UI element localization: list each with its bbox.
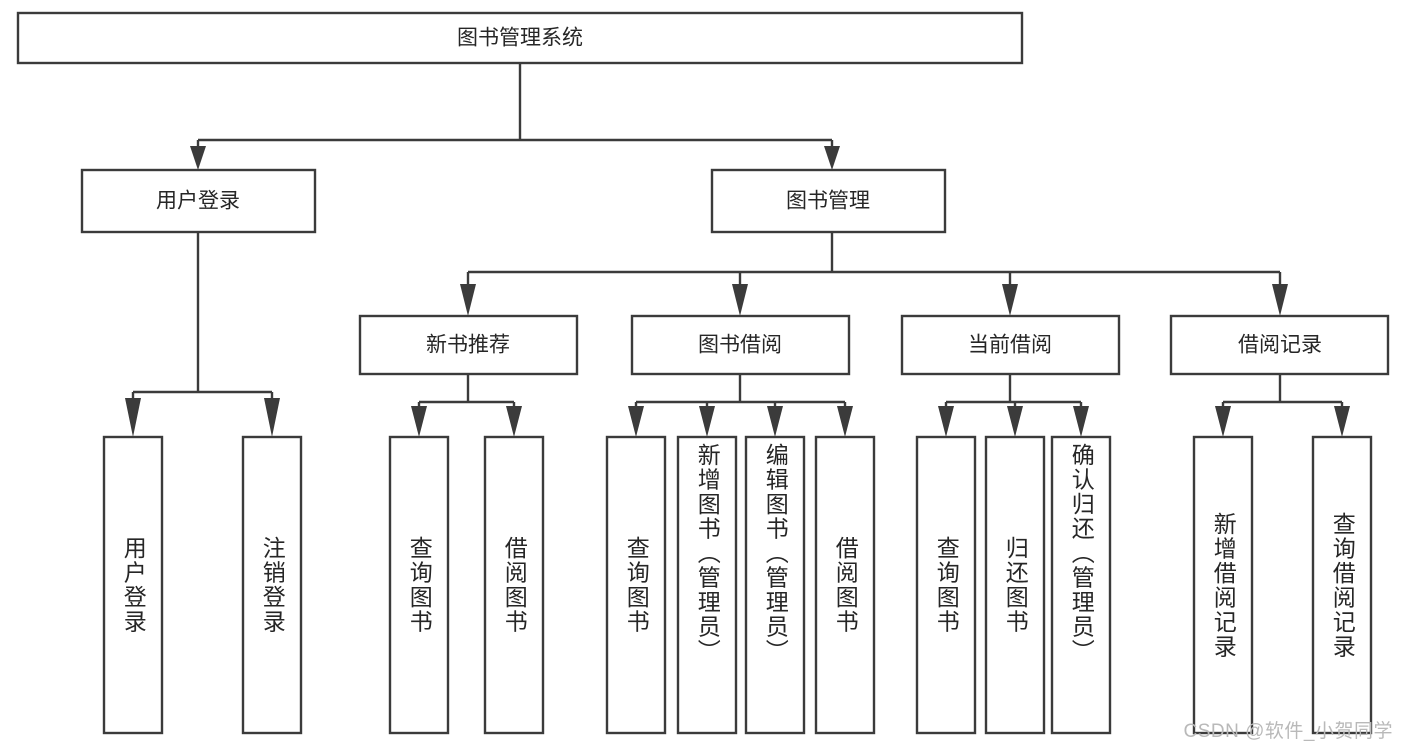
node-box-leaf-6[interactable] — [676, 435, 738, 735]
arrow-head-leaf-6 — [699, 406, 715, 437]
arrow-head-borrow-record — [1272, 284, 1288, 316]
arrow-head-book-manage — [824, 146, 840, 170]
node-label-user-login: 用户登录 — [156, 190, 240, 213]
node-label-borrow-record: 借阅记录 — [1238, 334, 1322, 357]
arrow-head-leaf-5 — [628, 406, 644, 437]
arrow-head-leaf-3 — [411, 406, 427, 437]
node-layer: 图书管理系统 用户登录 图书管理 新书推荐 图书借阅 当前借阅 借阅记录 — [16, 11, 1390, 735]
node-box-leaf-10[interactable] — [984, 435, 1046, 735]
arrow-head-leaf-11 — [1073, 406, 1089, 437]
node-box-current-borrow[interactable] — [900, 314, 1121, 376]
node-box-leaf-4[interactable] — [483, 435, 545, 735]
arrow-head-leaf-12 — [1215, 406, 1231, 437]
arrow-head-borrow-book — [732, 284, 748, 316]
node-box-user-login[interactable] — [80, 168, 317, 234]
arrow-head-new-book — [460, 284, 476, 316]
arrow-head-leaf-10 — [1007, 406, 1023, 437]
arrow-head-current-borrow — [1002, 284, 1018, 316]
node-box-book-borrow[interactable] — [630, 314, 851, 376]
arrow-head-leaf-13 — [1334, 406, 1350, 437]
connector-layer — [125, 63, 1350, 437]
node-box-leaf-5[interactable] — [605, 435, 667, 735]
node-box-leaf-3[interactable] — [388, 435, 450, 735]
arrow-head-leaf-1 — [125, 398, 141, 437]
node-box-leaf-7[interactable] — [744, 435, 806, 735]
node-label-root: 图书管理系统 — [457, 27, 583, 50]
node-box-leaf-8[interactable] — [814, 435, 876, 735]
node-label-new-book-recommend: 新书推荐 — [426, 334, 510, 357]
node-box-leaf-13[interactable] — [1311, 435, 1373, 735]
node-box-leaf-11[interactable] — [1050, 435, 1112, 735]
node-box-leaf-9[interactable] — [915, 435, 977, 735]
arrow-head-leaf-4 — [506, 406, 522, 437]
node-box-book-manage[interactable] — [710, 168, 947, 234]
node-box-leaf-12[interactable] — [1192, 435, 1254, 735]
node-box-new-book-recommend[interactable] — [358, 314, 579, 376]
arrow-head-leaf-2 — [264, 398, 280, 437]
arrow-head-leaf-8 — [837, 406, 853, 437]
node-label-current-borrow: 当前借阅 — [968, 334, 1052, 357]
node-box-borrow-record[interactable] — [1169, 314, 1390, 376]
arrow-head-leaf-9 — [938, 406, 954, 437]
arrow-head-user-login — [190, 146, 206, 170]
node-box-leaf-2[interactable] — [241, 435, 303, 735]
arrow-head-leaf-7 — [767, 406, 783, 437]
node-box-leaf-1[interactable] — [102, 435, 164, 735]
node-label-book-borrow: 图书借阅 — [698, 334, 782, 357]
node-label-book-manage: 图书管理 — [786, 190, 870, 213]
node-box-root[interactable] — [16, 11, 1024, 65]
csdn-watermark: CSDN @软件_小贺同学 — [1183, 721, 1393, 742]
